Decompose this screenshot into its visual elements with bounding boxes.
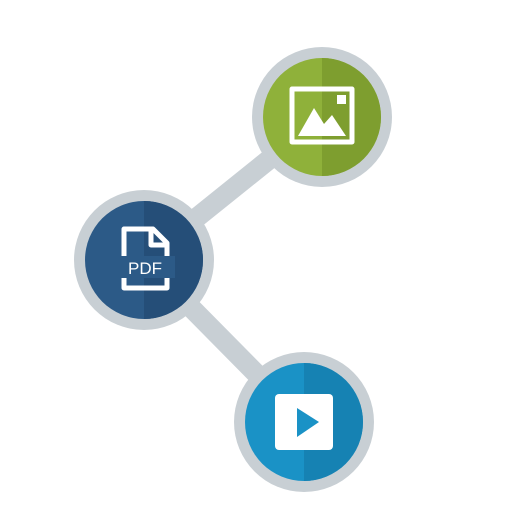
pdf-file-icon: PDF: [115, 226, 175, 291]
video-node[interactable]: [234, 352, 374, 492]
pdf-node[interactable]: PDF: [74, 190, 214, 330]
pdf-label: PDF: [128, 259, 162, 278]
image-node[interactable]: [252, 47, 392, 190]
image-icon: [289, 86, 355, 145]
play-icon: [275, 394, 333, 450]
